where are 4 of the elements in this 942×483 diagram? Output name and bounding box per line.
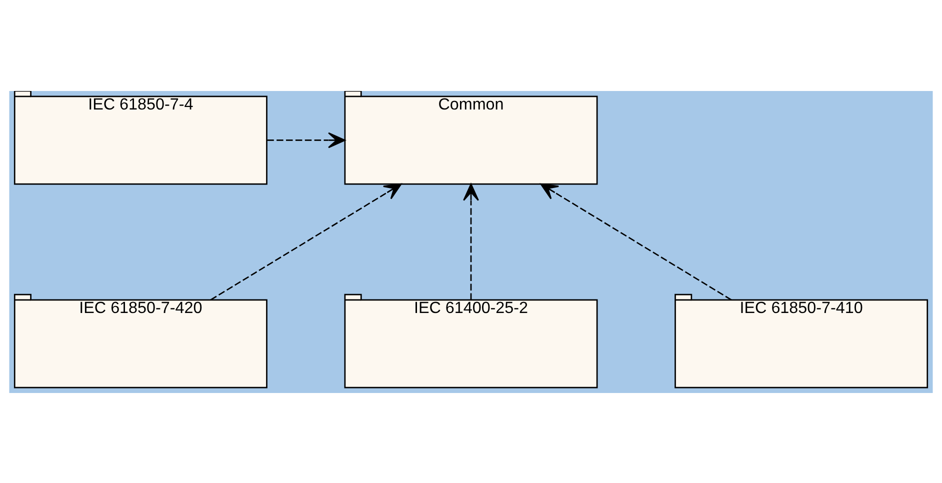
arrow: [463, 182, 479, 300]
arrow: [210, 182, 402, 300]
arrow: [267, 132, 346, 148]
arrow: [540, 182, 732, 300]
